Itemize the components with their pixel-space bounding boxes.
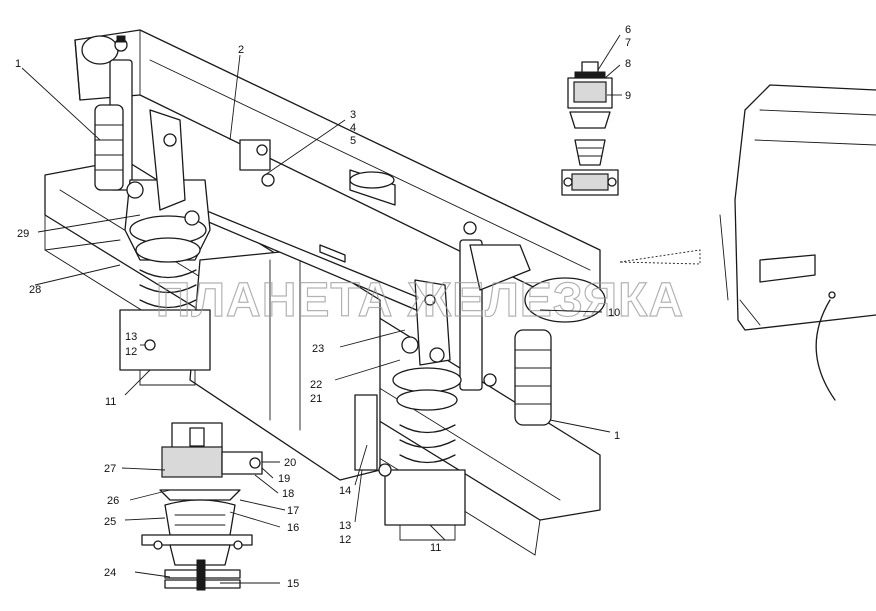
callout-7: 7 bbox=[625, 37, 631, 49]
callout-3: 3 bbox=[350, 109, 356, 121]
callout-25: 25 bbox=[104, 516, 116, 528]
leader-lines bbox=[21, 34, 622, 584]
callout-14: 14 bbox=[339, 485, 351, 497]
callout-6: 6 bbox=[625, 24, 631, 36]
left-spring-unit bbox=[119, 109, 275, 386]
shock-absorber-right bbox=[459, 221, 606, 426]
callout-17: 17 bbox=[287, 505, 299, 517]
callout-10: 10 bbox=[608, 307, 620, 319]
callout-labels: 1 2 3 4 5 6 7 8 9 10 11 11 13 12 13 12 1… bbox=[15, 24, 631, 590]
callout-11-right: 11 bbox=[430, 542, 441, 554]
callout-12-right: 12 bbox=[339, 534, 351, 546]
callout-13-right: 13 bbox=[339, 520, 351, 532]
callout-21: 21 bbox=[310, 393, 322, 405]
callout-23: 23 bbox=[312, 343, 324, 355]
callout-29: 29 bbox=[17, 228, 29, 240]
callout-12-left: 12 bbox=[125, 346, 137, 358]
callout-1-right: 1 bbox=[614, 430, 620, 442]
callout-1-left: 1 bbox=[15, 58, 21, 70]
callout-28: 28 bbox=[29, 284, 41, 296]
callout-20: 20 bbox=[284, 457, 296, 469]
callout-26: 26 bbox=[107, 495, 119, 507]
callout-5: 5 bbox=[350, 135, 356, 147]
callout-27: 27 bbox=[104, 463, 116, 475]
callout-13-left: 13 bbox=[125, 331, 137, 343]
callout-15: 15 bbox=[287, 578, 299, 590]
truck-cab-outline bbox=[619, 84, 876, 401]
right-spring-unit bbox=[378, 279, 497, 541]
callout-2: 2 bbox=[238, 44, 244, 56]
mount-detail-bottom bbox=[141, 422, 263, 591]
callout-16: 16 bbox=[287, 522, 299, 534]
callout-24: 24 bbox=[104, 567, 116, 579]
callout-4: 4 bbox=[350, 122, 356, 134]
callout-18: 18 bbox=[282, 488, 294, 500]
callout-8: 8 bbox=[625, 58, 631, 70]
callout-19: 19 bbox=[278, 473, 290, 485]
callout-11-left: 11 bbox=[105, 396, 116, 408]
callout-9: 9 bbox=[625, 90, 631, 102]
callout-22: 22 bbox=[310, 379, 322, 391]
watermark-text: ПЛАНЕТА ЖЕЛЕЗЯКА bbox=[156, 274, 684, 327]
shock-absorber-left bbox=[94, 35, 133, 191]
bushing-detail-top bbox=[561, 61, 619, 196]
